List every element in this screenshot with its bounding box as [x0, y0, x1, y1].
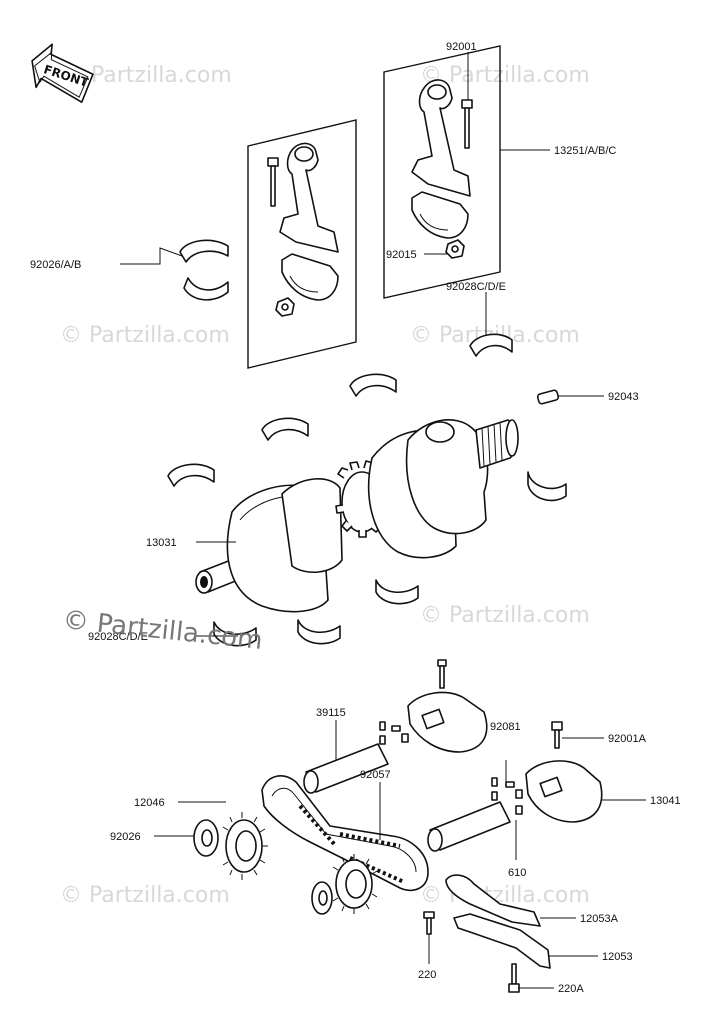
sprocket-12046 — [222, 812, 268, 880]
watermark: © Partzilla.com — [420, 63, 590, 88]
callout-92015: 92015 — [386, 249, 417, 261]
callout-12053: 12053 — [602, 951, 633, 963]
dowel-pin-92043 — [536, 389, 560, 405]
callout-92028-top: 92028C/D/E — [446, 281, 506, 293]
callout-39115: 39115 — [316, 707, 346, 719]
bearing-shells-92026 — [179, 239, 229, 301]
callout-92043: 92043 — [608, 391, 639, 403]
sprocket-lower — [332, 854, 378, 914]
callout-13041: 13041 — [650, 795, 681, 807]
callout-92057: 92057 — [360, 769, 391, 781]
callout-92081: 92081 — [490, 721, 521, 733]
callout-labels: 92001 13251/A/B/C 92026/A/B 92015 92028C… — [30, 41, 681, 995]
leader-lines — [120, 52, 646, 989]
callout-13031: 13031 — [146, 537, 177, 549]
crankshaft-13031 — [195, 419, 519, 613]
connecting-rod-panel-left — [247, 119, 357, 369]
callout-92028-bottom: 92028C/D/E — [88, 631, 148, 643]
callout-610: 610 — [508, 867, 526, 879]
callout-12046: 12046 — [134, 797, 165, 809]
callout-92001: 92001 — [446, 41, 477, 53]
bearing-shells-crank — [167, 333, 567, 647]
dampers-92081 — [491, 777, 523, 815]
watermark-overlay: © Partzilla.com — [61, 605, 264, 656]
watermark: © Partzilla.com — [60, 883, 230, 908]
watermark: © Partzilla.com — [420, 883, 590, 908]
callout-220a: 220A — [558, 983, 584, 995]
callout-92026-a-b: 92026/A/B — [30, 259, 81, 271]
callout-92001a: 92001A — [608, 733, 647, 745]
callout-220: 220 — [418, 969, 436, 981]
callout-92026: 92026 — [110, 831, 141, 843]
balancer-chain — [193, 775, 429, 915]
callout-12053a: 12053A — [580, 913, 619, 925]
connecting-rod-panel-right — [383, 45, 501, 299]
balancer-assembly — [303, 659, 603, 852]
watermark-layer: © Partzilla.com © Partzilla.com © Partzi… — [60, 63, 590, 908]
dampers-92057 — [379, 721, 409, 745]
watermark: © Partzilla.com — [420, 603, 590, 628]
callout-13251: 13251/A/B/C — [554, 145, 616, 157]
watermark: © Partzilla.com — [60, 323, 230, 348]
front-arrow: FRONT — [31, 43, 94, 103]
